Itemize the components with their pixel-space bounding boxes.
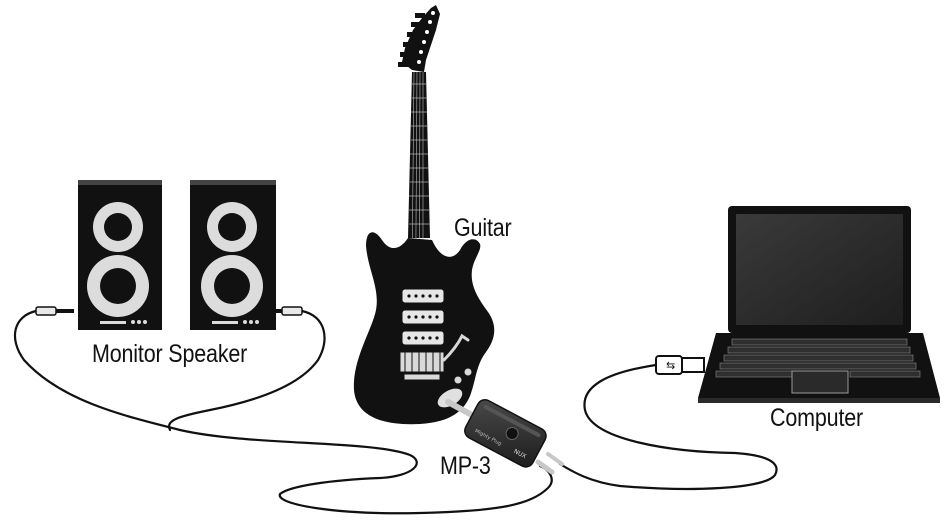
device-output-jack — [535, 452, 564, 475]
guitar-neck — [408, 72, 430, 238]
svg-text:⇆: ⇆ — [666, 359, 675, 372]
laptop-screen — [736, 214, 903, 325]
cables — [14, 309, 778, 515]
guitar-label: Guitar — [454, 214, 512, 242]
speaker-left — [78, 180, 162, 330]
device-plug — [445, 399, 473, 417]
pickup-middle — [401, 309, 445, 325]
laptop-trackpad — [791, 370, 849, 394]
guitar-knobs — [453, 367, 473, 385]
laptop — [698, 206, 940, 403]
mp3-device: NUX Mighty Plug — [445, 399, 564, 475]
computer-label: Computer — [770, 404, 864, 432]
cable-left-speaker — [14, 309, 553, 515]
guitar-bridge — [399, 351, 445, 381]
tuning-pegs — [398, 13, 425, 67]
guitar — [353, 5, 495, 425]
speaker-jack-left — [35, 306, 74, 316]
tuner-holes — [417, 11, 435, 64]
guitar-body — [353, 232, 495, 425]
mp3-label: MP-3 — [440, 452, 491, 480]
pickup-neck — [401, 288, 445, 304]
pickup-bridge — [401, 330, 445, 346]
speaker-right — [190, 180, 276, 330]
tremolo-arm — [442, 333, 470, 362]
usb-plug: ⇆ — [655, 355, 705, 375]
monitor-speaker-label: Monitor Speaker — [92, 340, 248, 368]
cable-right-speaker — [167, 309, 326, 432]
cable-usb — [558, 363, 778, 491]
